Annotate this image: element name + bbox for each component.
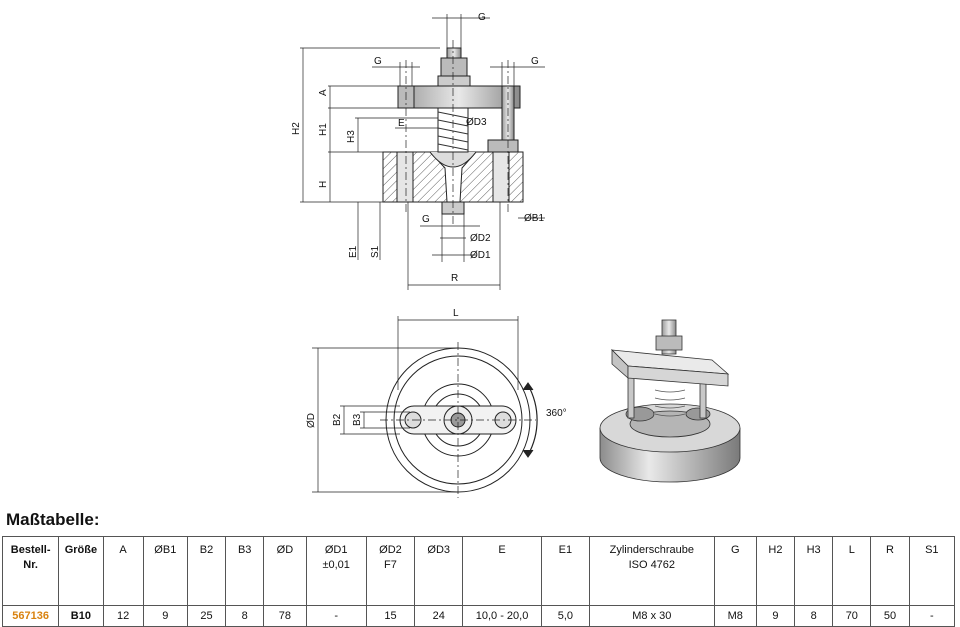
column-header-line2: Nr. xyxy=(23,559,38,571)
table-cell: 12 xyxy=(102,605,144,627)
column-header-line2: ISO 4762 xyxy=(628,559,676,571)
table-cell: 25 xyxy=(186,605,227,627)
label-g-top: G xyxy=(478,12,486,23)
column-header: A xyxy=(102,536,144,606)
column-header: ØD3 xyxy=(414,536,464,606)
column-header: B3 xyxy=(225,536,265,606)
column-header-line1: E1 xyxy=(558,544,573,556)
column-header: H3 xyxy=(794,536,834,606)
table-cell: M8 xyxy=(713,605,757,627)
column-header-line1: A xyxy=(119,544,127,556)
label-s1: S1 xyxy=(370,245,381,258)
column-header-line1: ØB1 xyxy=(154,544,177,556)
table-cell: 8 xyxy=(225,605,265,627)
label-e1: E1 xyxy=(348,245,359,258)
column-header: ØD xyxy=(263,536,307,606)
table-cell: 5,0 xyxy=(540,605,590,627)
label-d3: ØD3 xyxy=(466,117,487,128)
label-l: L xyxy=(453,308,459,319)
column-header-line1: H2 xyxy=(768,544,783,556)
column-header-line1: Größe xyxy=(64,544,98,556)
column-header-line1: S1 xyxy=(925,544,939,556)
label-b3: B3 xyxy=(352,413,363,426)
label-d2: ØD2 xyxy=(470,233,491,244)
label-h2: H2 xyxy=(291,122,302,135)
column-header: H2 xyxy=(755,536,796,606)
column-header: Bestell- Nr. xyxy=(1,536,60,606)
table-cell: 9 xyxy=(142,605,188,627)
table-cell: - xyxy=(305,605,367,627)
column-header-line1: B3 xyxy=(237,544,252,556)
column-header-line1: E xyxy=(498,544,506,556)
column-header: G xyxy=(713,536,757,606)
table-cell: - xyxy=(908,605,956,627)
table-cell: 50 xyxy=(870,605,910,627)
table-cell: 70 xyxy=(832,605,872,627)
column-header: E xyxy=(462,536,542,606)
technical-drawing: G G G G A H2 H1 H3 H E ØD3 ØB1 ØD2 ØD1 E… xyxy=(291,12,741,498)
top-view xyxy=(312,316,538,498)
column-header: S1 xyxy=(908,536,956,606)
column-header: E1 xyxy=(540,536,590,606)
section-title: Maßtabelle: xyxy=(6,510,100,529)
label-e: E xyxy=(398,118,405,129)
table-cell: 10,0 - 20,0 xyxy=(462,605,542,627)
column-header-line1: Zylinderschraube xyxy=(609,544,694,556)
label-b2: B2 xyxy=(332,413,343,426)
table-cell: 78 xyxy=(263,605,307,627)
column-header: L xyxy=(832,536,872,606)
column-header-line1: H3 xyxy=(806,544,821,556)
label-b1: ØB1 xyxy=(524,213,544,224)
column-header-line1: R xyxy=(886,544,894,556)
column-header: R xyxy=(870,536,910,606)
label-g-right: G xyxy=(531,56,539,67)
column-header: ØD1 ±0,01 xyxy=(305,536,367,606)
column-header-line1: ØD xyxy=(276,544,294,556)
side-section-view xyxy=(300,14,545,290)
label-h3: H3 xyxy=(346,130,357,143)
column-header: Größe xyxy=(58,536,104,606)
label-r: R xyxy=(451,273,458,284)
table-cell: 15 xyxy=(365,605,416,627)
column-header: B2 xyxy=(186,536,227,606)
column-header-line2: F7 xyxy=(384,559,397,571)
column-header-line2: ±0,01 xyxy=(322,559,350,571)
table-cell: 9 xyxy=(755,605,796,627)
column-header: ØB1 xyxy=(142,536,188,606)
label-a: A xyxy=(318,89,329,96)
label-rotation: 360° xyxy=(546,408,567,419)
column-header-line1: L xyxy=(848,544,855,556)
table-cell: M8 x 30 xyxy=(588,605,715,627)
label-h1: H1 xyxy=(318,123,329,136)
column-header-line1: ØD1 xyxy=(324,544,348,556)
column-header-line1: B2 xyxy=(199,544,214,556)
label-d1: ØD1 xyxy=(470,250,491,261)
label-d: ØD xyxy=(306,413,317,428)
label-g-left: G xyxy=(374,56,382,67)
column-header-line1: G xyxy=(730,544,740,556)
column-header-line1: ØD3 xyxy=(427,544,451,556)
column-header-line1: ØD2 xyxy=(379,544,402,556)
label-g-bottom: G xyxy=(422,214,430,225)
label-h: H xyxy=(318,181,329,188)
order-number-cell[interactable]: 567136 xyxy=(1,605,60,627)
isometric-render xyxy=(599,319,741,483)
table-cell: B10 xyxy=(58,605,104,627)
column-header-line1: Bestell- xyxy=(10,544,51,556)
table-cell: 8 xyxy=(794,605,834,627)
table-cell: 24 xyxy=(414,605,464,627)
